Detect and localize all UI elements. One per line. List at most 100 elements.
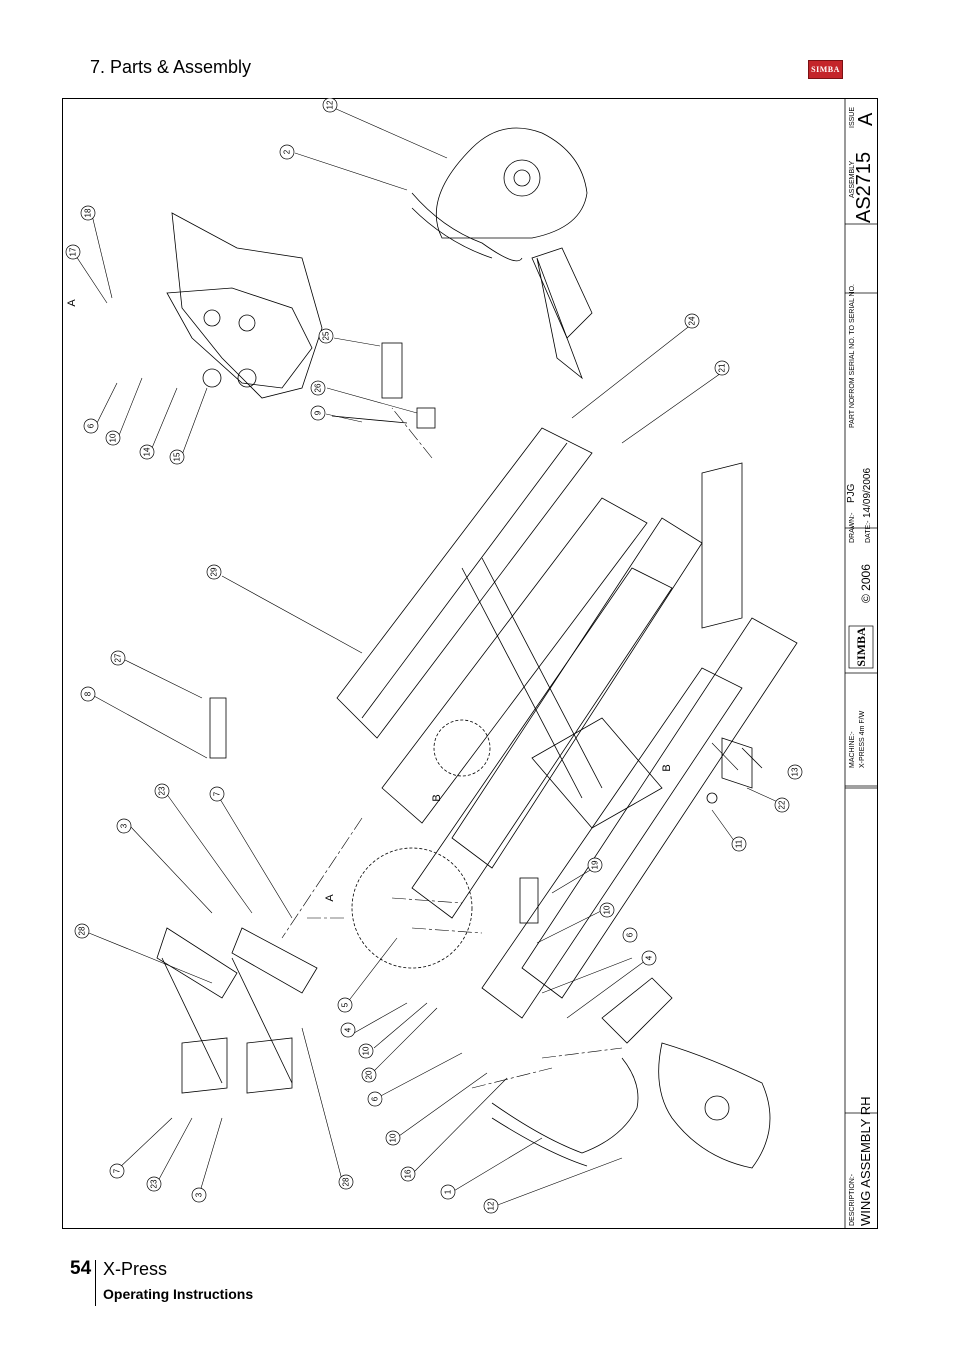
callout-28-top: 28 xyxy=(74,923,90,939)
callout-1: 1 xyxy=(440,1184,456,1200)
callout-17: 17 xyxy=(65,244,81,260)
callout-25: 25 xyxy=(318,328,334,344)
callout-26: 26 xyxy=(310,380,326,396)
callout-10-top: 10 xyxy=(105,430,121,446)
callout-7-bottom: 7 xyxy=(109,1163,125,1179)
drawing-frame xyxy=(62,98,878,1229)
tb-simba-logo: SIMBA xyxy=(848,625,874,669)
svg-text:10: 10 xyxy=(389,1133,398,1142)
tb-machine-value: X-PRESS 4m F/W xyxy=(859,710,866,768)
svg-text:11: 11 xyxy=(735,839,744,848)
callout-3-bottom: 3 xyxy=(191,1187,207,1203)
callout-12-bottom: 12 xyxy=(483,1198,499,1214)
callout-4-mid: 4 xyxy=(641,950,657,966)
svg-text:12: 12 xyxy=(487,1201,496,1210)
tb-date-value: 14/09/2006 xyxy=(862,468,873,518)
callout-29: 29 xyxy=(206,564,222,580)
svg-text:21: 21 xyxy=(718,363,727,372)
svg-text:4: 4 xyxy=(344,1027,353,1032)
detail-label-b-mid: B xyxy=(431,794,443,801)
svg-text:4: 4 xyxy=(645,955,654,960)
svg-text:6: 6 xyxy=(87,423,96,428)
svg-text:26: 26 xyxy=(314,383,323,392)
svg-text:10: 10 xyxy=(109,433,118,442)
brand-logo: SIMBA xyxy=(808,60,843,79)
svg-text:20: 20 xyxy=(365,1070,374,1079)
tb-description-label: DESCRIPTION:- xyxy=(849,1173,856,1226)
svg-text:23: 23 xyxy=(150,1179,159,1188)
svg-text:19: 19 xyxy=(591,860,600,869)
svg-text:10: 10 xyxy=(603,905,612,914)
callout-28-bottom: 28 xyxy=(338,1174,354,1190)
callout-5: 5 xyxy=(337,997,353,1013)
callout-23-bottom: 23 xyxy=(146,1176,162,1192)
tb-issue-label: ISSUE xyxy=(849,107,856,128)
svg-text:3: 3 xyxy=(120,823,129,828)
svg-text:28: 28 xyxy=(342,1177,351,1186)
callout-19: 19 xyxy=(587,857,603,873)
callout-6-left: 6 xyxy=(367,1091,383,1107)
tb-assembly-label: ASSEMBLY xyxy=(849,160,856,198)
svg-text:3: 3 xyxy=(195,1192,204,1197)
svg-text:27: 27 xyxy=(114,653,123,662)
svg-text:7: 7 xyxy=(113,1168,122,1173)
callout-2: 2 xyxy=(279,144,295,160)
svg-text:6: 6 xyxy=(371,1096,380,1101)
callout-12-top: 12 xyxy=(322,98,338,113)
callout-6-top: 6 xyxy=(83,418,99,434)
tb-date-label: DATE:- xyxy=(865,520,872,543)
callout-3-top: 3 xyxy=(116,818,132,834)
callout-20: 20 xyxy=(361,1067,377,1083)
svg-text:5: 5 xyxy=(341,1002,350,1007)
callout-23-top: 23 xyxy=(154,783,170,799)
callout-11: 11 xyxy=(731,836,747,852)
tb-drawn-value: PJG xyxy=(846,483,857,503)
page-number: 54 xyxy=(70,1258,92,1279)
svg-text:23: 23 xyxy=(158,786,167,795)
tb-description-value: WING ASSEMBLY RH xyxy=(858,1096,873,1226)
svg-text:29: 29 xyxy=(210,567,219,576)
section-title: 7. Parts & Assembly xyxy=(90,57,252,77)
detail-label-a-mid: A xyxy=(324,894,336,902)
tb-serial-label: FROM SERIAL NO. TO SERIAL NO. xyxy=(849,284,856,398)
svg-text:17: 17 xyxy=(69,247,78,256)
svg-text:13: 13 xyxy=(791,767,800,776)
callout-4-left: 4 xyxy=(340,1022,356,1038)
svg-text:24: 24 xyxy=(688,316,697,325)
callout-15: 15 xyxy=(169,449,185,465)
callout-27: 27 xyxy=(110,650,126,666)
manual-type: Operating Instructions xyxy=(103,1286,254,1302)
callout-16: 16 xyxy=(400,1166,416,1182)
svg-text:16: 16 xyxy=(404,1169,413,1178)
svg-text:12: 12 xyxy=(326,100,335,109)
callout-10-low: 10 xyxy=(385,1130,401,1146)
svg-text:15: 15 xyxy=(173,452,182,461)
tb-assembly-number: AS2715 xyxy=(853,152,875,223)
svg-text:SIMBA: SIMBA xyxy=(854,627,868,667)
callout-21: 21 xyxy=(714,360,730,376)
callout-14: 14 xyxy=(139,444,155,460)
svg-text:25: 25 xyxy=(322,331,331,340)
tb-issue-value: A xyxy=(855,112,877,126)
callout-24: 24 xyxy=(684,313,700,329)
callout-9: 9 xyxy=(310,405,326,421)
callout-10-left: 10 xyxy=(358,1043,374,1059)
svg-text:14: 14 xyxy=(143,447,152,456)
svg-text:1: 1 xyxy=(444,1189,453,1194)
svg-text:28: 28 xyxy=(78,926,87,935)
svg-text:9: 9 xyxy=(314,410,323,415)
svg-text:6: 6 xyxy=(626,932,635,937)
footer-divider xyxy=(95,1260,96,1306)
tb-copyright: © 2006 xyxy=(859,564,873,603)
callout-7-top: 7 xyxy=(209,786,225,802)
callout-22: 22 xyxy=(774,797,790,813)
callout-6-mid: 6 xyxy=(622,927,638,943)
detail-label-b-right: B xyxy=(661,764,673,771)
tb-drawn-label: DRAWN:- xyxy=(849,512,856,543)
callout-10-mid: 10 xyxy=(599,902,615,918)
detail-label-a-top: A xyxy=(66,299,78,307)
callout-18: 18 xyxy=(80,205,96,221)
svg-text:22: 22 xyxy=(778,800,787,809)
callout-13: 13 xyxy=(787,764,803,780)
svg-text:8: 8 xyxy=(84,691,93,696)
